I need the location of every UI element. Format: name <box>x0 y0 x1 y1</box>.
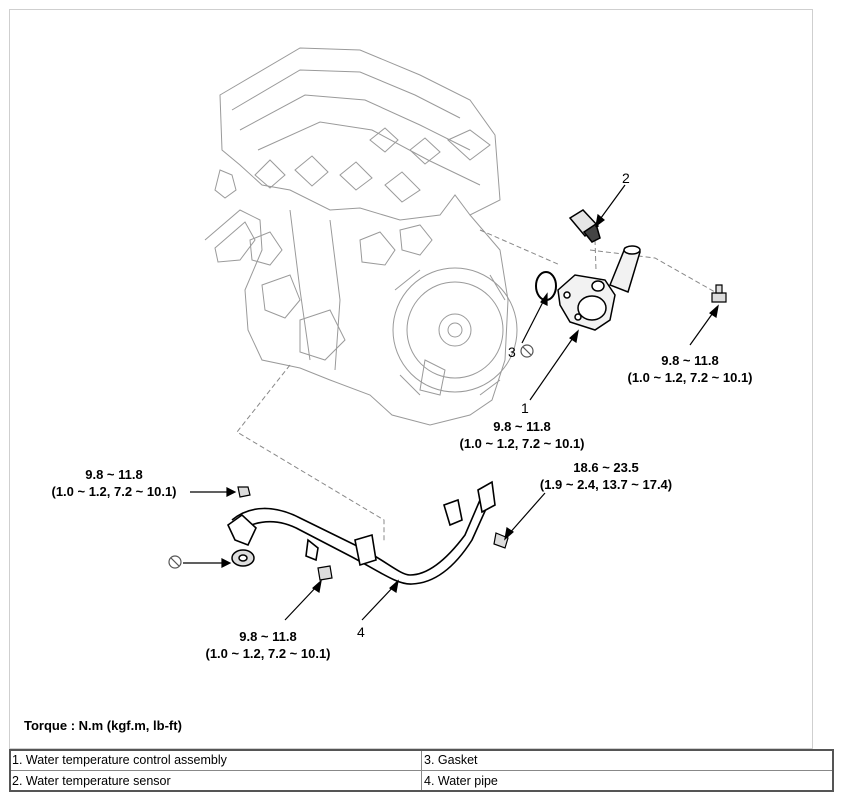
torque-value: 9.8 ~ 11.8 <box>85 467 143 482</box>
do-not-reuse-icon <box>520 344 534 358</box>
legend-cell: 2. Water temperature sensor <box>9 770 422 792</box>
water-pipe <box>226 480 496 585</box>
nut-left <box>237 486 251 498</box>
torque-conversion: (1.0 ~ 1.2, 7.2 ~ 10.1) <box>205 646 331 661</box>
torque-callout-bolt-bottom: 9.8 ~ 11.8 (1.0 ~ 1.2, 7.2 ~ 10.1) <box>190 628 346 662</box>
do-not-reuse-icon <box>168 555 182 569</box>
torque-callout-bolt-right: 9.8 ~ 11.8 (1.0 ~ 1.2, 7.2 ~ 10.1) <box>612 352 768 386</box>
table-row: 2. Water temperature sensor 4. Water pip… <box>9 770 834 792</box>
diagram-frame <box>9 9 813 749</box>
torque-conversion: (1.0 ~ 1.2, 7.2 ~ 10.1) <box>627 370 753 385</box>
bolt-right <box>711 284 727 303</box>
legend-cell: 4. Water pipe <box>421 770 834 792</box>
part-number-2: 2 <box>622 170 630 186</box>
torque-conversion: (1.9 ~ 2.4, 13.7 ~ 17.4) <box>539 477 673 492</box>
torque-conversion: (1.0 ~ 1.2, 7.2 ~ 10.1) <box>51 484 177 499</box>
part-number-4: 4 <box>357 624 365 640</box>
torque-value: 9.8 ~ 11.8 <box>661 353 719 368</box>
legend-cell: 3. Gasket <box>421 749 834 771</box>
parts-legend-table: 1. Water temperature control assembly 3.… <box>9 749 834 792</box>
part-number-1: 1 <box>521 400 529 416</box>
torque-value: 18.6 ~ 23.5 <box>573 460 639 475</box>
torque-unit-label: Torque : N.m (kgf.m, lb-ft) <box>24 718 182 733</box>
pipe-gasket <box>231 549 255 567</box>
legend-cell: 1. Water temperature control assembly <box>9 749 422 771</box>
part-number-3: 3 <box>508 344 516 360</box>
torque-callout-assembly: 9.8 ~ 11.8 (1.0 ~ 1.2, 7.2 ~ 10.1) <box>444 418 600 452</box>
engine-block-drawing <box>204 47 518 426</box>
torque-value: 9.8 ~ 11.8 <box>239 629 297 644</box>
bolt-bottom <box>317 565 333 581</box>
torque-callout-pipe-bolt: 18.6 ~ 23.5 (1.9 ~ 2.4, 13.7 ~ 17.4) <box>522 459 690 493</box>
leader-arrows <box>183 184 719 621</box>
water-temperature-control-assembly <box>557 245 641 331</box>
table-row: 1. Water temperature control assembly 3.… <box>9 749 834 771</box>
bolt-pipe-right <box>493 532 509 549</box>
torque-callout-nut-left: 9.8 ~ 11.8 (1.0 ~ 1.2, 7.2 ~ 10.1) <box>36 466 192 500</box>
water-temperature-sensor <box>568 209 601 243</box>
assembly-lines <box>236 229 716 542</box>
torque-conversion: (1.0 ~ 1.2, 7.2 ~ 10.1) <box>459 436 585 451</box>
torque-value: 9.8 ~ 11.8 <box>493 419 551 434</box>
